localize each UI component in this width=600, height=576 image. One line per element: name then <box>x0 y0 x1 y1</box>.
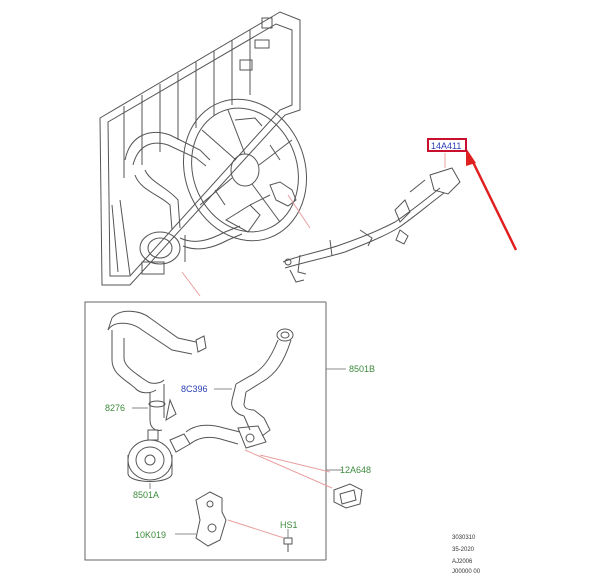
detail-leaders <box>227 449 333 539</box>
part-label-8501a: 8501A <box>133 490 160 500</box>
detail-hose-8501b-upper <box>107 310 207 394</box>
part-label-hs1: HS1 <box>280 520 298 530</box>
detail-hose-lower <box>148 384 177 431</box>
radiator-shroud <box>99 11 301 286</box>
pointer-arrow <box>466 148 518 251</box>
detail-frame <box>84 301 327 561</box>
detail-pump <box>127 429 191 482</box>
footer-code-1: 3030310 <box>452 535 476 541</box>
part-label-8c396: 8C396 <box>181 384 208 394</box>
overview-hoses <box>124 131 261 250</box>
footer-code-4: J00000 00 <box>452 569 481 575</box>
detail-callout-lines <box>132 368 346 538</box>
overview-pump <box>139 231 186 275</box>
overview-harness <box>249 167 461 283</box>
part-label-14a411: 14A411 <box>431 141 462 151</box>
footer-code-3: AJ2006 <box>452 559 473 565</box>
part-label-10k019: 10K019 <box>135 530 167 540</box>
part-label-8501b: 8501B <box>349 364 376 374</box>
highlight-box-14a411[interactable]: 14A411 <box>427 138 467 152</box>
detail-hose-8c396 <box>185 328 294 449</box>
detail-screw <box>283 537 293 552</box>
overview-leaders <box>181 153 446 297</box>
part-label-12a648: 12A648 <box>340 465 372 475</box>
footer-code-2: 35-2020 <box>452 547 475 553</box>
detail-bracket <box>195 491 227 547</box>
detail-connector <box>333 483 363 509</box>
fan-assembly <box>182 98 308 242</box>
part-label-8276: 8276 <box>105 403 126 413</box>
